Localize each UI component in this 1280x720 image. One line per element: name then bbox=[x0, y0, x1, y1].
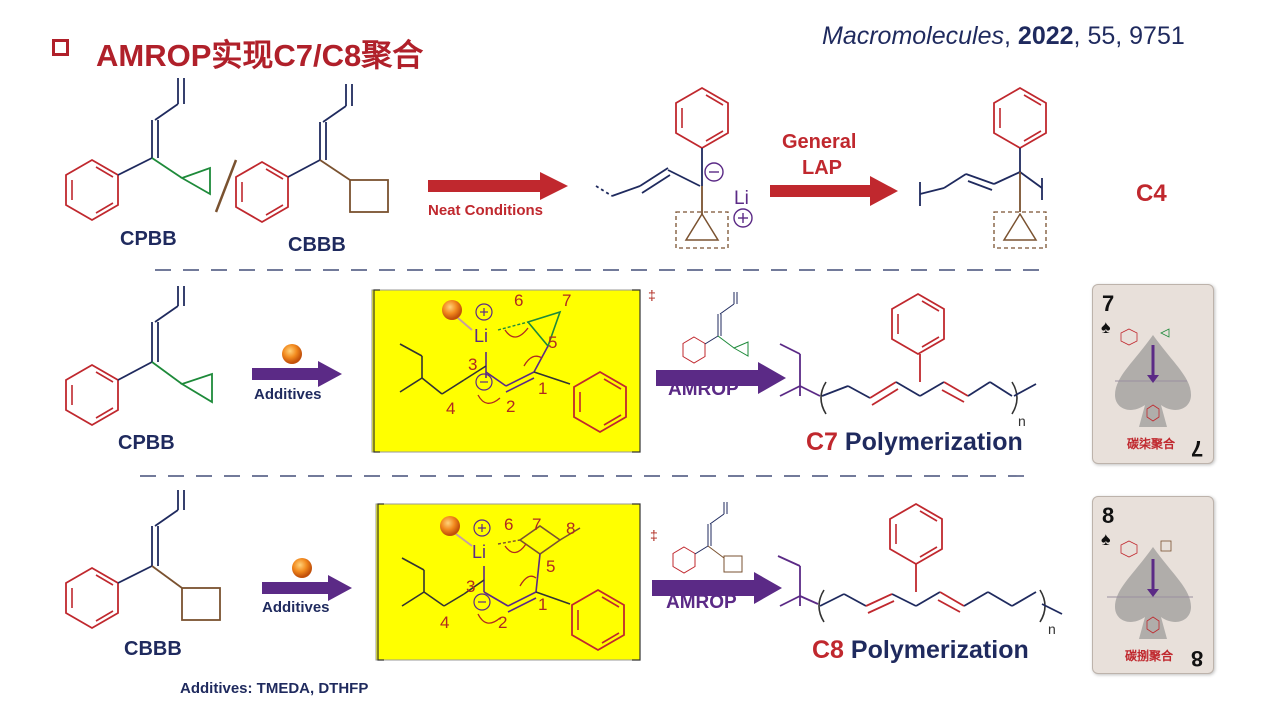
svg-text:6: 6 bbox=[504, 515, 513, 534]
n-label-row2: n bbox=[1018, 413, 1026, 429]
c8-polymerization-text: Polymerization bbox=[850, 636, 1029, 664]
c4-polymer-structure bbox=[919, 87, 1047, 249]
svg-text:7: 7 bbox=[562, 291, 571, 310]
c7-polymerization-label: C7 Polymerization bbox=[806, 428, 1023, 457]
cpbb-structure-row2 bbox=[65, 286, 213, 426]
card-7-illustration bbox=[1115, 328, 1191, 427]
playing-card-7: 7 ♠ 碳柒聚合 7 bbox=[1092, 284, 1214, 464]
general-label: General bbox=[782, 131, 857, 153]
svg-text:5: 5 bbox=[546, 557, 555, 576]
svg-text:3: 3 bbox=[466, 577, 475, 596]
cbbb-label-row1: CBBB bbox=[288, 234, 346, 256]
small-monomer-row2 bbox=[682, 292, 749, 364]
li-label-row3: Li bbox=[472, 542, 486, 562]
ts-numbers-row3: 6 7 8 5 3 4 2 1 bbox=[440, 515, 575, 632]
cbbb-structure-row3 bbox=[65, 490, 221, 629]
cpbb-label-row2: CPBB bbox=[118, 432, 175, 454]
slash-separator bbox=[214, 159, 238, 213]
svg-text:6: 6 bbox=[514, 291, 523, 310]
svg-text:7: 7 bbox=[532, 515, 541, 534]
neat-conditions-arrow bbox=[428, 172, 568, 200]
ts-numbers-row2: 6 7 5 3 4 2 1 bbox=[446, 291, 571, 418]
n-label-row3: n bbox=[1048, 621, 1056, 637]
additive-ball-icon-row2 bbox=[282, 344, 302, 364]
svg-text:‡: ‡ bbox=[648, 287, 656, 303]
c7-polymerization-text: Polymerization bbox=[844, 428, 1023, 456]
lap-label: LAP bbox=[802, 157, 842, 179]
amrop-label-row2: AMROP bbox=[668, 379, 739, 400]
title-bullet-icon bbox=[52, 39, 69, 56]
allyl-lithium-intermediate: Li bbox=[595, 87, 753, 249]
li-label-row1: Li bbox=[734, 188, 749, 209]
svg-text:1: 1 bbox=[538, 595, 547, 614]
amrop-arrow-row3 bbox=[652, 572, 782, 604]
transition-state-row2: ‡ Li bbox=[373, 287, 656, 453]
card-8-number-inverted: 8 bbox=[1191, 646, 1204, 671]
card-7-spade-icon: ♠ bbox=[1101, 317, 1111, 337]
li-label-row2: Li bbox=[474, 326, 488, 346]
slide-title: AMROP实现C7/C8聚合 bbox=[96, 38, 424, 73]
additives-arrow-row3 bbox=[262, 575, 352, 601]
additives-arrow-row2 bbox=[252, 361, 342, 387]
c7-tag: C7 bbox=[806, 428, 838, 456]
svg-text:5: 5 bbox=[548, 333, 557, 352]
svg-text:3: 3 bbox=[468, 355, 477, 374]
cbbb-structure-row1 bbox=[235, 84, 389, 223]
amrop-arrow-row2 bbox=[656, 362, 786, 394]
cpbb-label-row1: CPBB bbox=[120, 228, 177, 250]
svg-text:2: 2 bbox=[506, 397, 515, 416]
cbbb-label-row3: CBBB bbox=[124, 638, 182, 660]
ref-journal: Macromolecules bbox=[822, 22, 1005, 50]
svg-text:4: 4 bbox=[446, 399, 455, 418]
card-7-number: 7 bbox=[1102, 291, 1115, 316]
svg-text:‡: ‡ bbox=[650, 527, 658, 543]
card-7-number-inverted: 7 bbox=[1191, 436, 1204, 461]
card-8-illustration bbox=[1107, 540, 1193, 639]
svg-text:1: 1 bbox=[538, 379, 547, 398]
transition-state-box-row2 bbox=[371, 289, 641, 453]
additive-ball-icon-row3 bbox=[292, 558, 312, 578]
card-7-caption: 碳柒聚合 bbox=[1127, 437, 1176, 451]
transition-state-box-row3 bbox=[375, 503, 641, 661]
c4-label: C4 bbox=[1136, 180, 1167, 207]
c8-polymer-structure: n bbox=[777, 503, 1063, 637]
cpbb-structure-row1 bbox=[65, 78, 211, 221]
additives-label-row2: Additives bbox=[254, 386, 322, 403]
card-8-number: 8 bbox=[1102, 503, 1115, 528]
svg-text:4: 4 bbox=[440, 613, 449, 632]
c8-polymerization-label: C8 Polymerization bbox=[812, 636, 1029, 665]
transition-state-row3: ‡ Li bbox=[377, 503, 658, 661]
amrop-label-row3: AMROP bbox=[666, 592, 737, 613]
ref-rest: , 55, 9751 bbox=[1073, 22, 1185, 50]
playing-card-8: 8 ♠ 碳捌聚合 8 bbox=[1092, 496, 1214, 674]
svg-text:2: 2 bbox=[498, 613, 507, 632]
svg-text:8: 8 bbox=[566, 519, 575, 538]
additives-footnote: Additives: TMEDA, DTHFP bbox=[180, 680, 369, 697]
general-lap-arrow bbox=[770, 176, 898, 206]
ref-year: 2022 bbox=[1017, 22, 1074, 50]
c7-polymer-structure: n bbox=[779, 293, 1037, 429]
additives-label-row3: Additives bbox=[262, 599, 330, 616]
neat-conditions-label: Neat Conditions bbox=[428, 202, 543, 219]
c8-tag: C8 bbox=[812, 636, 844, 664]
small-monomer-row3 bbox=[672, 502, 743, 574]
card-8-caption: 碳捌聚合 bbox=[1125, 649, 1174, 663]
card-8-spade-icon: ♠ bbox=[1101, 529, 1111, 549]
reference-citation: Macromolecules, 2022, 55, 9751 bbox=[822, 22, 1185, 50]
